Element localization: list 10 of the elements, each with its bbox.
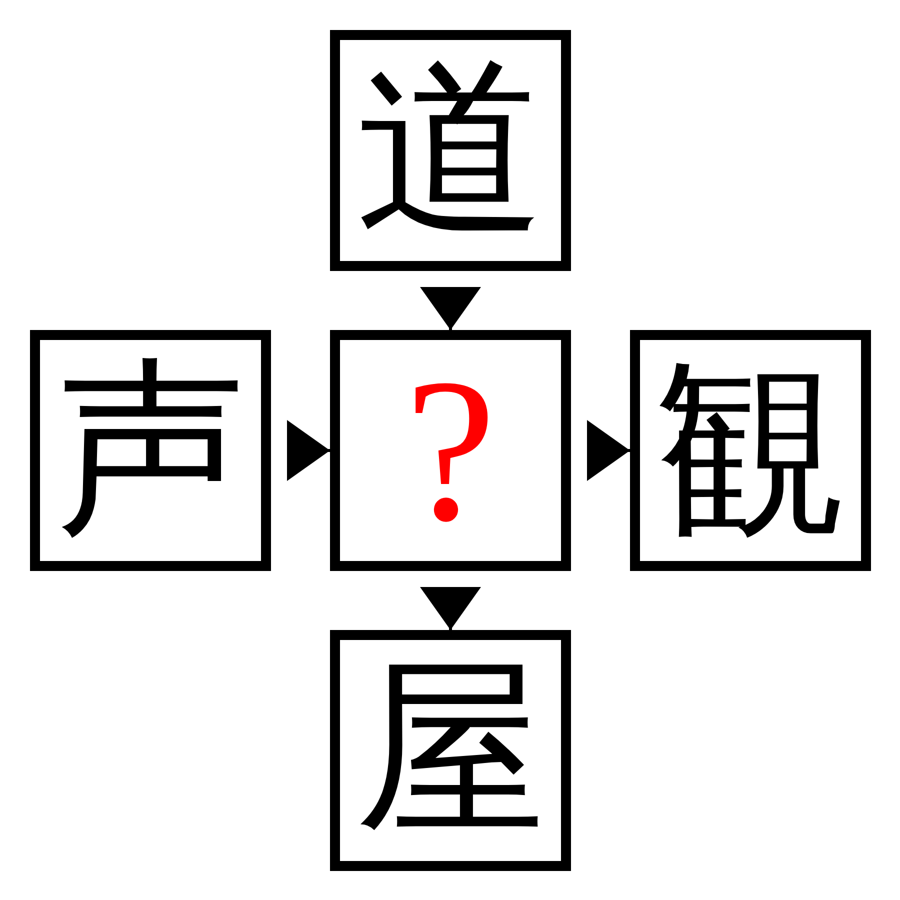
kanji-character: 道 <box>356 56 546 246</box>
character-box <box>630 330 871 571</box>
character-box <box>30 330 271 571</box>
kanji-character: 観 <box>656 356 846 546</box>
character-box <box>330 630 571 871</box>
character-box <box>330 30 571 271</box>
question-mark: ? <box>405 348 496 553</box>
character-box <box>330 330 571 571</box>
kanji-character: 声 <box>56 356 246 546</box>
kanji-character: 屋 <box>356 656 546 846</box>
